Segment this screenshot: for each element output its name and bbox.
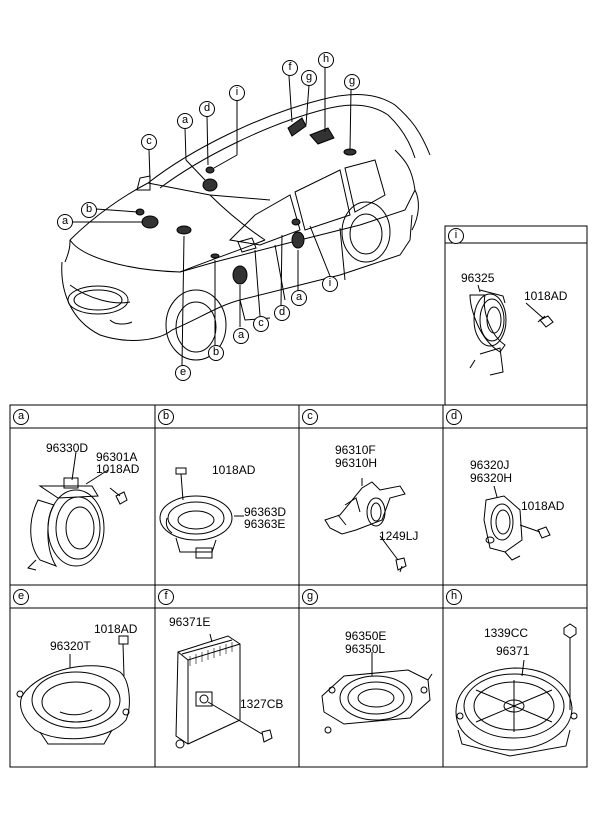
panel-header-f: f — [158, 589, 174, 605]
part-label-96330D: 96330D — [46, 441, 89, 455]
callout-g: g — [301, 70, 317, 86]
part-label-1327CB: 1327CB — [240, 697, 284, 711]
callout-b: b — [208, 345, 224, 361]
panel-header-b: b — [158, 409, 174, 425]
callout-i: i — [322, 276, 338, 292]
part-drawing-g — [321, 652, 433, 734]
part-label-1018AD: 1018AD — [96, 462, 140, 476]
panel-header-g: g — [302, 589, 318, 605]
callout-d: d — [274, 305, 290, 321]
part-label-96320H: 96320H — [470, 471, 513, 485]
part-label-1018AD: 1018AD — [521, 499, 565, 513]
part-label-1249LJ: 1249LJ — [379, 529, 419, 543]
panel-grid — [9, 225, 588, 768]
callout-a: a — [291, 290, 307, 306]
part-label-96310F: 96310F — [335, 443, 376, 457]
callout-a: a — [177, 113, 193, 129]
part-label-96301A: 96301A — [96, 450, 138, 464]
part-label-96350L: 96350L — [345, 642, 386, 656]
part-drawing-c — [324, 478, 407, 573]
part-drawing-h — [455, 623, 578, 757]
part-drawing-b — [159, 467, 244, 559]
car-drawing — [61, 94, 431, 361]
callout-h: h — [318, 52, 334, 68]
part-label-96320T: 96320T — [50, 639, 91, 653]
part-drawing-i — [469, 284, 554, 376]
callout-g: g — [344, 74, 360, 90]
panel-header-h: h — [446, 589, 462, 605]
part-label-1339CC: 1339CC — [484, 626, 529, 640]
part-drawing-a — [27, 451, 128, 571]
callout-c: c — [253, 316, 269, 332]
part-label-96363E: 96363E — [244, 517, 286, 531]
part-label-96350E: 96350E — [345, 629, 387, 643]
part-label-1018AD: 1018AD — [212, 463, 256, 477]
panel-header-d: d — [446, 409, 462, 425]
callout-a: a — [233, 328, 249, 344]
part-label-96310H: 96310H — [335, 456, 378, 470]
part-drawing-e — [16, 635, 130, 745]
callout-f: f — [282, 60, 298, 76]
callout-c: c — [141, 134, 157, 150]
part-label-1018AD: 1018AD — [524, 289, 568, 303]
part-label-1018AD: 1018AD — [94, 622, 138, 636]
part-label-96371: 96371 — [496, 644, 530, 658]
panel-header-a: a — [13, 409, 29, 425]
panel-header-e: e — [13, 589, 29, 605]
part-label-96371E: 96371E — [169, 615, 211, 629]
panel-header-i: i — [448, 228, 464, 244]
panel-header-c: c — [302, 409, 318, 425]
callout-d: d — [199, 101, 215, 117]
callout-a: a — [57, 214, 73, 230]
part-label-96363D: 96363D — [244, 505, 287, 519]
part-label-96320J: 96320J — [470, 458, 510, 472]
callout-i: i — [229, 85, 245, 101]
car-leader-lines — [72, 68, 352, 366]
part-label-96325: 96325 — [461, 271, 495, 285]
part-drawing-f — [175, 633, 273, 749]
callout-e: e — [175, 365, 191, 381]
part-drawing-d — [483, 485, 551, 561]
callout-b: b — [81, 202, 97, 218]
car-speaker-marks — [135, 117, 357, 285]
